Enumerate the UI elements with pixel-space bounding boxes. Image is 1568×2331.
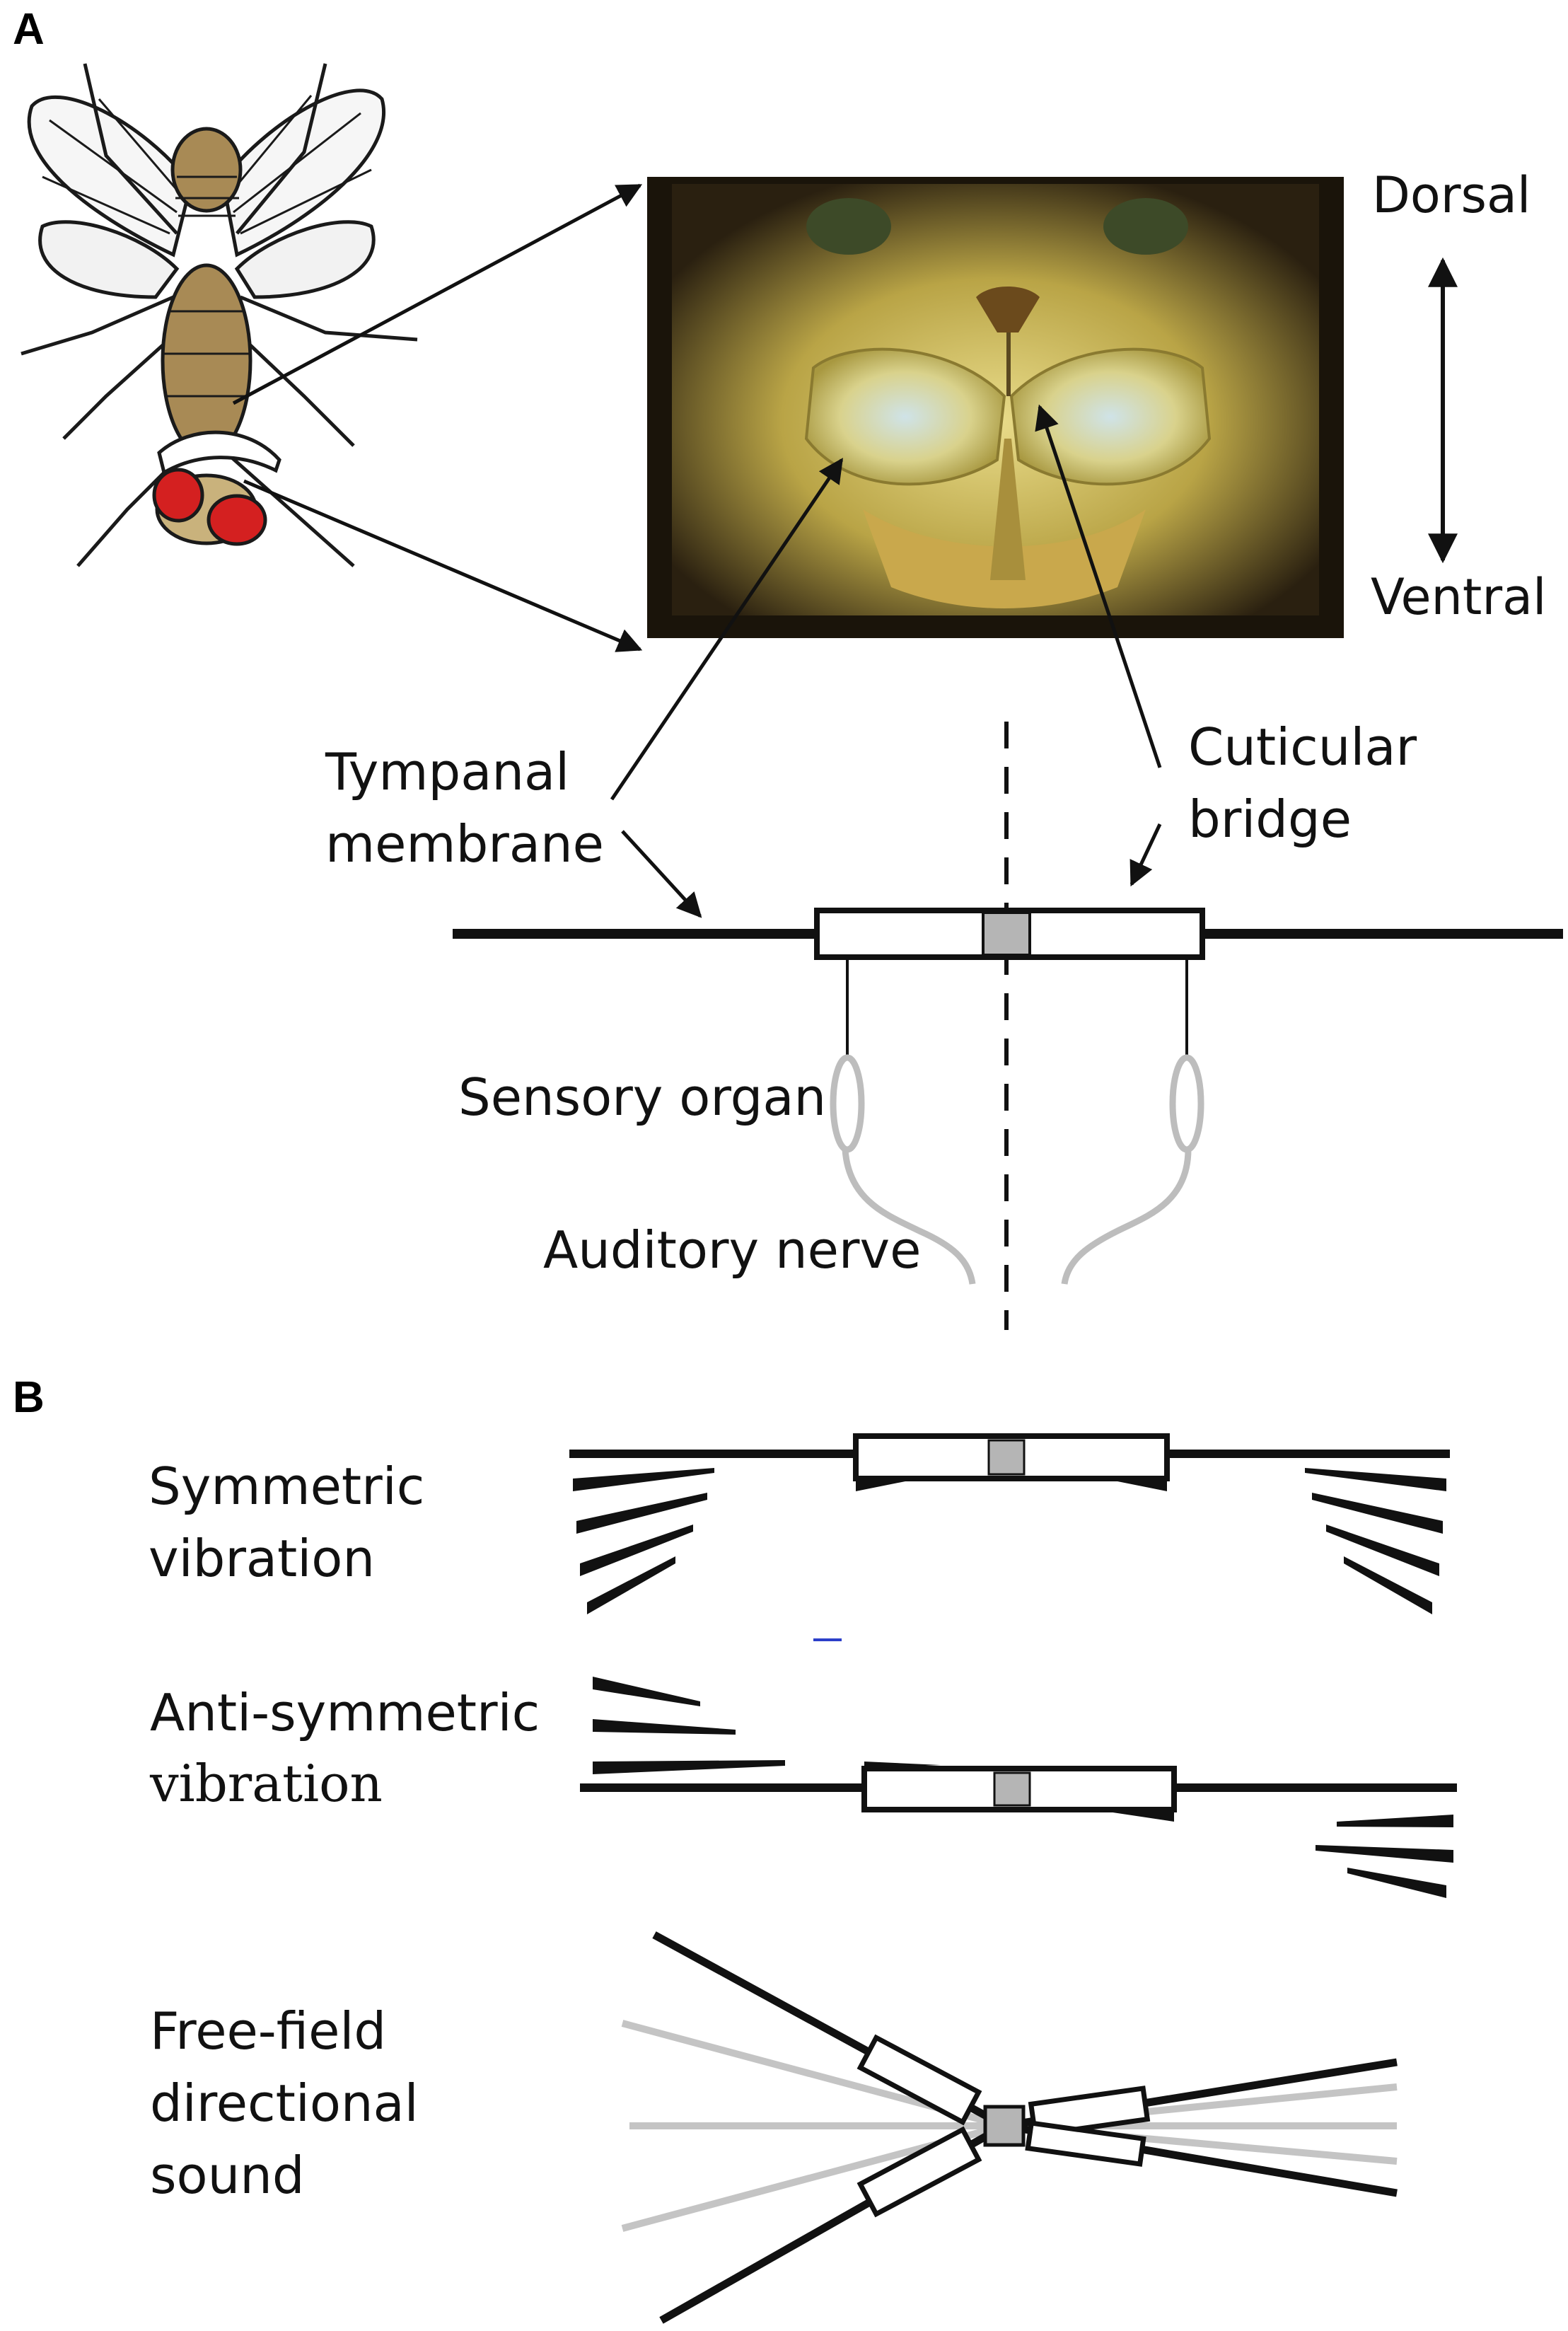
bridge-photo-arrow — [1035, 404, 1162, 768]
symmetric-vibration-label: Symmetric vibration — [149, 1457, 425, 1588]
zoom-arrow-bottom — [243, 479, 643, 652]
dorsal-label: Dorsal — [1372, 166, 1531, 224]
ventral-label: Ventral — [1371, 568, 1546, 626]
tympanal-photo-arrow — [610, 458, 844, 801]
anti-symmetric-diagram — [580, 1677, 1457, 1898]
cuticular-bridge-label: Cuticular bridge — [1188, 717, 1417, 849]
zoom-arrow-top — [232, 183, 643, 405]
ear-schematic — [453, 908, 1563, 1285]
auditory-nerve-label: Auditory nerve — [543, 1220, 922, 1280]
fly-icon — [21, 63, 418, 567]
bridge-schematic-arrow — [1129, 823, 1162, 887]
symmetric-diagram — [569, 1433, 1450, 1614]
panel-b-label: B — [13, 1373, 45, 1422]
tympanal-schematic-arrow — [621, 830, 702, 918]
tympanal-membrane-label: Tympanal membrane — [325, 742, 604, 874]
anti-symmetric-vibration-label: vibration — [150, 1754, 383, 1813]
free-field-diagram — [621, 1931, 1398, 2324]
panel-a-label: A — [13, 5, 45, 54]
free-field-label: Free-field directional sound — [150, 2001, 419, 2205]
photo-image — [647, 177, 1344, 638]
anti-symmetric-label: Anti-symmetric — [150, 1683, 540, 1742]
sensory-organ-label: Sensory organ — [458, 1068, 827, 1127]
